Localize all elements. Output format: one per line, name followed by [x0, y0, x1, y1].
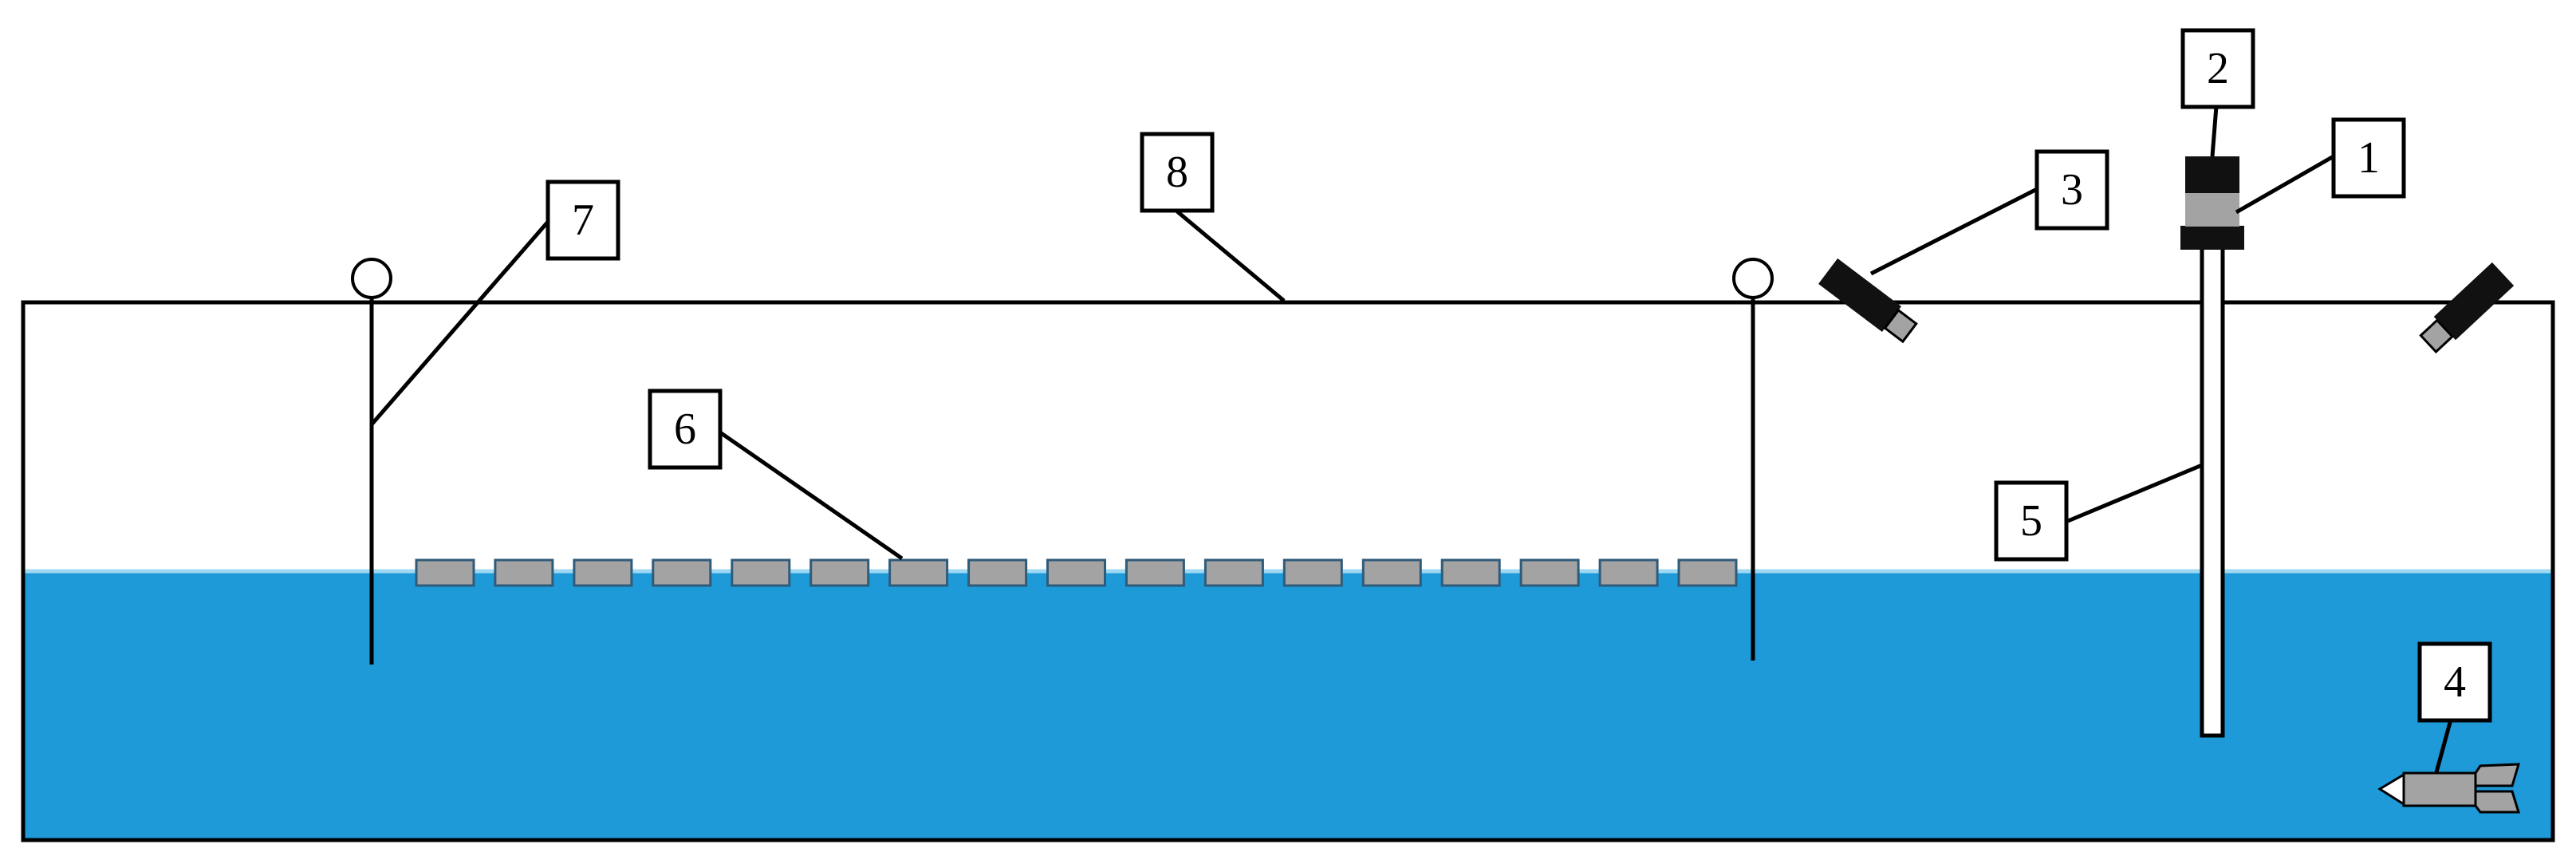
callout-1: 1: [2331, 117, 2406, 199]
callout-8: 8: [1140, 132, 1215, 213]
measurement-rod-assembly: [2180, 156, 2244, 738]
floating-panel: [573, 558, 633, 587]
leader-line-5: [2067, 463, 2203, 523]
floating-panel: [415, 558, 475, 587]
mooring-buoy-left: [351, 258, 392, 299]
floating-panel: [494, 558, 554, 587]
callout-4-label: 4: [2444, 657, 2466, 707]
callout-2: 2: [2180, 28, 2255, 109]
floating-panel: [1203, 558, 1264, 587]
mooring-post-right: [1732, 258, 1774, 661]
callout-3-label: 3: [2061, 165, 2083, 215]
leader-line-3: [1869, 186, 2040, 276]
floating-panel: [1519, 558, 1580, 587]
floating-panel: [1440, 558, 1501, 587]
leader-line-4: [2434, 719, 2453, 773]
leader-line-6: [716, 428, 904, 561]
camera-right: [2419, 262, 2515, 354]
leader-line-7: [370, 220, 549, 426]
callout-6-label: 6: [674, 404, 696, 454]
camera-left: [1818, 258, 1918, 344]
callout-7-label: 7: [572, 195, 594, 245]
callout-1-label: 1: [2357, 133, 2380, 183]
floating-panel: [809, 558, 870, 587]
water-body: [25, 571, 2551, 838]
callout-5: 5: [1994, 480, 2069, 562]
floating-panel: [1677, 558, 1738, 587]
tank-outline-frame: [21, 300, 2555, 842]
rod-base-cap: [2180, 226, 2244, 250]
callout-2-label: 2: [2207, 44, 2229, 93]
callout-8-label: 8: [1166, 148, 1188, 197]
leader-line-2: [2210, 105, 2219, 157]
leader-lines: [370, 105, 2453, 773]
callout-7: 7: [546, 179, 620, 261]
callout-4: 4: [2417, 641, 2492, 723]
callout-5-label: 5: [2020, 496, 2042, 546]
floating-panel-array: [415, 558, 1738, 587]
rod-sensor-gray: [2185, 193, 2239, 227]
rod-top-cap: [2185, 156, 2239, 193]
measurement-rod: [2200, 245, 2225, 738]
callout-3: 3: [2034, 149, 2109, 231]
floating-panel: [888, 558, 949, 587]
floating-panel: [652, 558, 712, 587]
underwater-vehicle: [2377, 763, 2521, 814]
floating-panel: [1361, 558, 1422, 587]
floating-panel: [1046, 558, 1106, 587]
callout-6: 6: [648, 389, 723, 470]
mooring-post-left: [351, 258, 392, 665]
floating-panel: [967, 558, 1028, 587]
leader-line-1: [2235, 154, 2335, 215]
floating-panel: [1598, 558, 1659, 587]
mooring-buoy-right: [1732, 258, 1774, 299]
floating-panel: [1282, 558, 1343, 587]
leader-line-8: [1176, 210, 1286, 302]
floating-panel: [731, 558, 791, 587]
floating-panel: [1125, 558, 1185, 587]
